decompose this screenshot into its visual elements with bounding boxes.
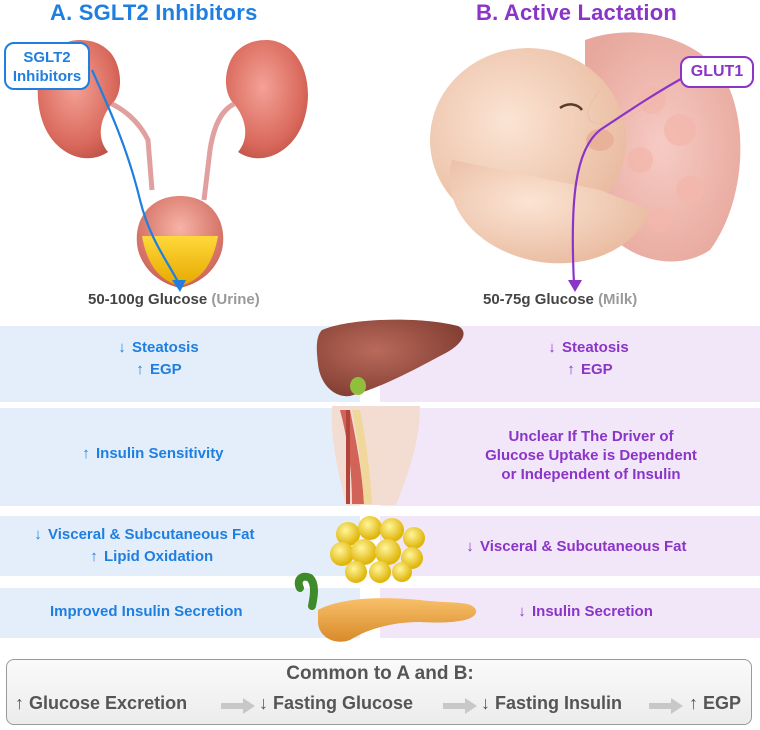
common-step-fasting-insulin: ↓ Fasting Insulin — [481, 693, 623, 713]
glut1-callout: GLUT1 — [680, 56, 754, 88]
muscle-a-effect: ↑Insulin Sensitivity — [80, 445, 223, 462]
arrow-down-icon: ↓ — [34, 526, 42, 543]
arrow-down-icon: ↓ — [548, 339, 556, 356]
common-step-glucose-excretion: ↑ Glucose Excretion — [15, 693, 188, 713]
milk-glucose-label: 50-75g Glucose (Milk) — [483, 291, 637, 308]
sglt2-path-arrow — [90, 69, 179, 283]
pancreas-b-effect: ↓Insulin Secretion — [516, 603, 653, 620]
urine-glucose-source: (Urine) — [211, 291, 260, 308]
urine-glucose-amount: 50-100g Glucose — [88, 291, 208, 308]
kidney-right-illustration — [201, 40, 308, 201]
liver-b-effect-1: ↓Steatosis — [546, 339, 628, 356]
flow-arrow-icon — [443, 698, 477, 714]
fat-tissue-illustration — [330, 516, 425, 583]
common-outcomes-box: Common to A and B: ↑ Glucose Excretion ↓… — [6, 659, 752, 725]
milk-glucose-source: (Milk) — [598, 291, 638, 308]
pancreas-illustration — [294, 572, 477, 642]
liver-a-effect-1: ↓Steatosis — [116, 339, 198, 356]
leg-muscle-illustration — [331, 406, 420, 505]
arrow-up-icon: ↑ — [689, 693, 698, 713]
milk-glucose-amount: 50-75g Glucose — [483, 291, 594, 308]
arrow-up-icon: ↑ — [567, 361, 575, 378]
glut1-arrowhead — [568, 280, 582, 292]
common-title: Common to A and B: — [286, 663, 474, 684]
sglt2-inhibitors-callout: SGLT2 Inhibitors — [4, 42, 90, 90]
common-step-fasting-glucose: ↓ Fasting Glucose — [259, 693, 414, 713]
arrow-down-icon: ↓ — [466, 538, 474, 555]
panel-b-title: B. Active Lactation — [476, 0, 678, 25]
fat-b-effect: ↓Visceral & Subcutaneous Fat — [464, 538, 686, 555]
row-band-liver-a — [0, 326, 360, 402]
callout-line-1: SGLT2 — [23, 49, 71, 66]
liver-b-effect-2: ↑EGP — [565, 361, 612, 378]
liver-illustration — [316, 319, 464, 397]
urine-glucose-label: 50-100g Glucose (Urine) — [88, 291, 260, 308]
row-band-fat-b — [380, 516, 760, 576]
bladder-illustration — [136, 196, 224, 288]
arrow-up-icon: ↑ — [136, 361, 144, 378]
row-band-muscle-a — [0, 408, 360, 506]
arrow-down-icon: ↓ — [481, 693, 490, 713]
arrow-up-icon: ↑ — [82, 445, 90, 462]
illustration-canvas — [0, 32, 760, 642]
panel-a-title: A. SGLT2 Inhibitors — [50, 0, 258, 25]
arrow-down-icon: ↓ — [118, 339, 126, 356]
breastfeeding-illustration — [430, 32, 741, 264]
arrow-up-icon: ↑ — [90, 548, 98, 565]
flow-arrow-icon — [649, 698, 683, 714]
common-step-egp: ↑ EGP — [689, 693, 742, 713]
fat-a-effect-1: ↓Visceral & Subcutaneous Fat — [32, 526, 254, 543]
row-band-muscle-b — [380, 408, 760, 506]
arrow-up-icon: ↑ — [15, 693, 24, 713]
fat-a-effect-2: ↑Lipid Oxidation — [88, 548, 213, 565]
flow-arrow-icon — [221, 698, 255, 714]
liver-a-effect-2: ↑EGP — [134, 361, 181, 378]
row-band-fat-a — [0, 516, 360, 576]
muscle-b-effect: Unclear If The Driver of Glucose Uptake … — [485, 428, 697, 483]
row-band-pancreas-a — [0, 588, 360, 638]
callout-line-2: Inhibitors — [12, 68, 82, 85]
glut1-path-arrow — [571, 73, 691, 285]
arrow-down-icon: ↓ — [518, 603, 526, 620]
sglt2-arrowhead — [172, 280, 186, 292]
pancreas-a-effect: Improved Insulin Secretion — [50, 603, 243, 620]
arrow-down-icon: ↓ — [259, 693, 268, 713]
